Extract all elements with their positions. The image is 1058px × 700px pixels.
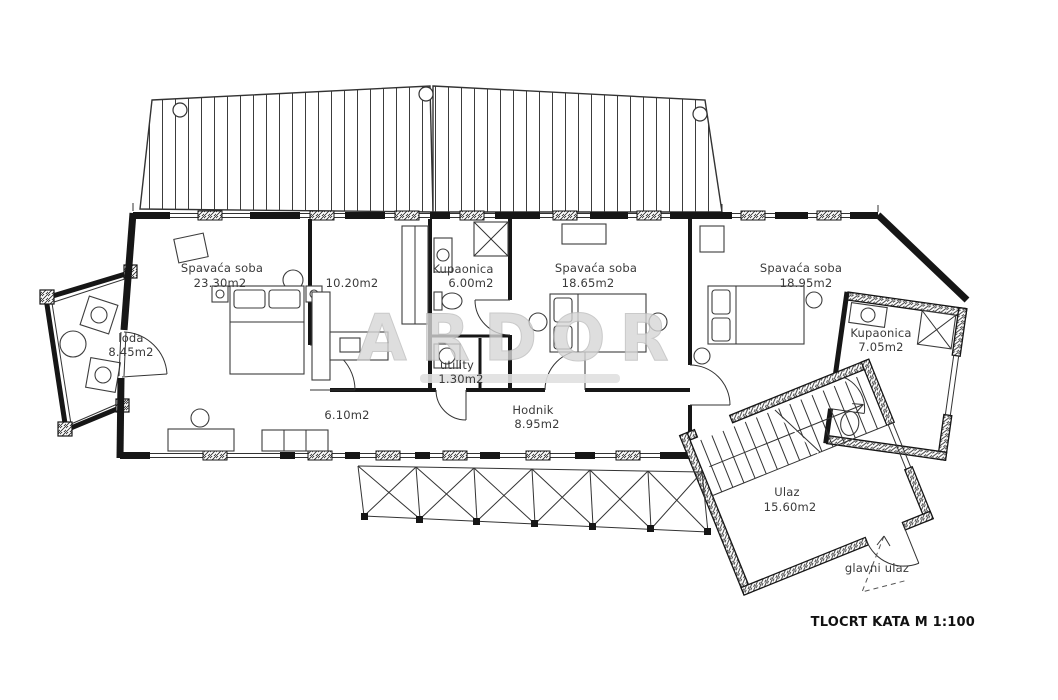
label-hallway-area: 8.95m2 — [514, 417, 559, 431]
label-utility-area: 1.30m2 — [438, 372, 483, 386]
room-labels: Spavaća soba 23.30m2 10.20m2 Kupaonica 6… — [108, 261, 911, 575]
toilet — [441, 292, 463, 310]
label-entrance-area: 15.60m2 — [764, 500, 817, 514]
bedroom2-furniture — [528, 223, 668, 353]
closet-furniture — [311, 225, 429, 381]
label-closet-area: 10.20m2 — [326, 276, 379, 290]
sink — [436, 248, 450, 262]
watermark-subtext-blur — [420, 374, 620, 383]
label-loggia-area: 8.45m2 — [108, 345, 153, 359]
label-bedroom1-name: Spavaća soba — [181, 261, 263, 275]
label-utility-name: utility — [440, 358, 474, 372]
loggia-furniture — [59, 295, 122, 394]
label-bedroom3-area: 18.95m2 — [780, 276, 833, 290]
main-entrance-path — [861, 535, 909, 593]
label-bath2-name: Kupaonica — [850, 326, 911, 340]
interior-walls — [308, 219, 692, 432]
label-bedroom1-area: 23.30m2 — [194, 276, 247, 290]
wardrobe — [261, 429, 329, 452]
label-entrance-name: Ulaz — [774, 485, 800, 499]
terrace-truss — [357, 465, 711, 535]
exterior-walls — [116, 203, 970, 461]
counter — [311, 291, 331, 381]
cabinet — [433, 237, 453, 273]
roof-drain-icon — [418, 86, 434, 102]
watermark-text: ARDOR — [357, 302, 683, 376]
roof-drain-icon — [172, 102, 188, 118]
bath1-fixtures — [433, 221, 509, 369]
label-bath1-name: Kupaonica — [432, 262, 493, 276]
label-corridor-area: 6.10m2 — [324, 408, 369, 422]
label-bedroom2-name: Spavaća soba — [555, 261, 637, 275]
side-table — [528, 312, 548, 332]
nightstand — [211, 285, 229, 303]
label-bedroom3-name: Spavaća soba — [760, 261, 842, 275]
label-bedroom2-area: 18.65m2 — [562, 276, 615, 290]
label-bath1-area: 6.00m2 — [448, 276, 493, 290]
staircase — [700, 376, 895, 497]
bedroom3-furniture — [693, 225, 823, 365]
roof-drain-icon — [692, 106, 708, 122]
dresser — [699, 225, 725, 253]
watermark: ARDOR — [357, 302, 683, 383]
bath2-wing — [823, 291, 968, 461]
side-table — [648, 312, 668, 332]
entrance-wing — [678, 358, 935, 596]
label-main-entrance: glavni ulaz — [845, 561, 909, 575]
loggia-wing — [39, 264, 138, 437]
label-bath2-area: 7.05m2 — [858, 340, 903, 354]
drawing-title: TLOCRT KATA M 1:100 — [811, 615, 975, 630]
wall-piers-top — [197, 210, 842, 221]
desk — [167, 428, 235, 452]
sink — [860, 307, 876, 323]
label-hallway-name: Hodnik — [512, 403, 553, 417]
dresser — [561, 223, 607, 245]
bedroom1-furniture — [167, 232, 329, 452]
sink-counter — [848, 301, 888, 329]
side-table — [805, 291, 823, 309]
roof-plan — [139, 85, 723, 213]
side-table — [693, 347, 711, 365]
label-loggia-name: loda — [118, 331, 143, 345]
